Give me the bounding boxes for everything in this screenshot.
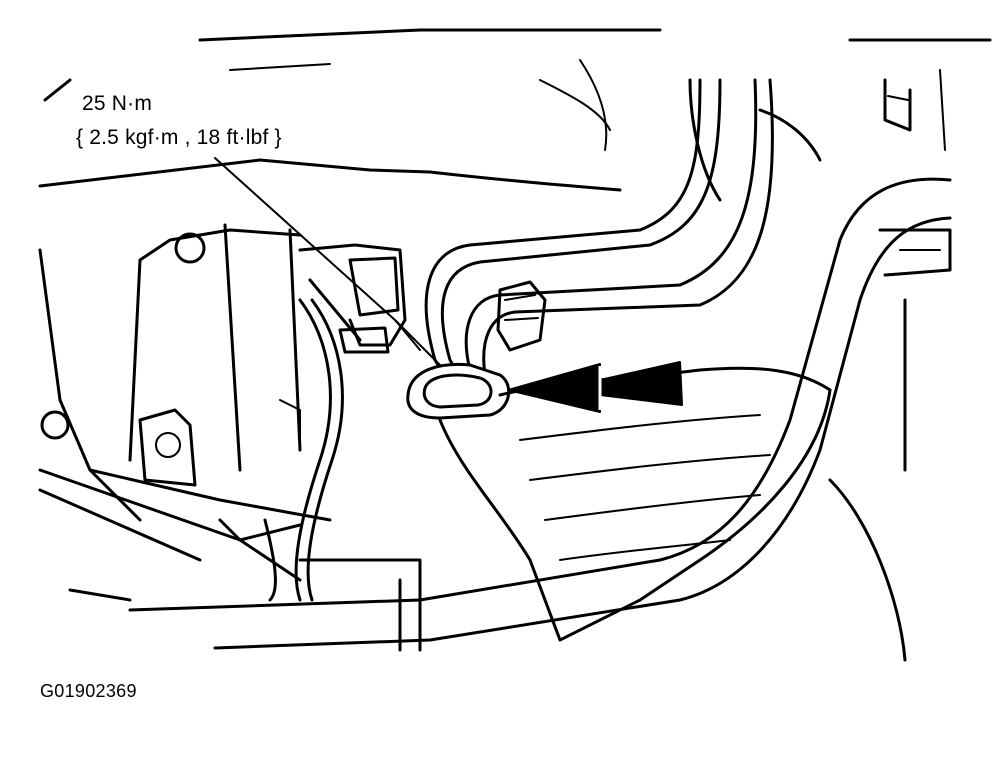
direction-arrow-icon xyxy=(507,361,683,413)
torque-leader-line xyxy=(214,157,446,371)
harness-cable xyxy=(294,298,344,602)
torque-spec-converted: { 2.5 kgf·m , 18 ft·lbf } xyxy=(76,126,282,149)
torque-spec-metric: 25 N·m xyxy=(82,92,153,115)
sensor-fitting xyxy=(406,280,547,420)
mounting-bracket xyxy=(298,243,407,354)
left-housing xyxy=(38,223,332,602)
frame-member xyxy=(128,177,952,662)
engine-block-lines xyxy=(38,28,992,202)
fluid-lines xyxy=(424,78,774,387)
figure-id-label: G01902369 xyxy=(40,681,137,701)
